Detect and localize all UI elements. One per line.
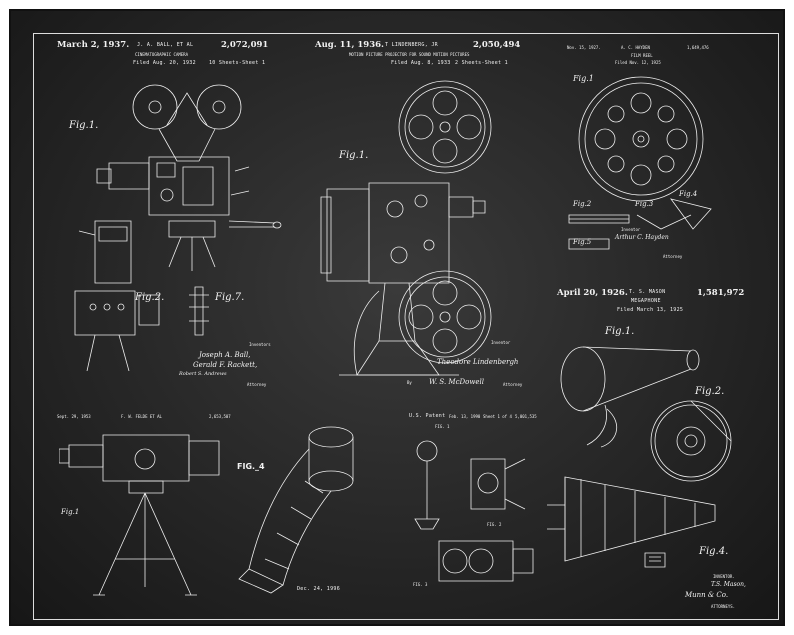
cinematographic-camera-drawing xyxy=(49,71,289,371)
mason-inventor-signature: T.S. Mason, xyxy=(711,581,746,588)
sound-projector-drawing xyxy=(299,79,529,379)
lindenberg-attorney-signature: W. S. McDowell xyxy=(429,378,484,386)
mason-fig2-label: Fig.2. xyxy=(695,386,725,397)
patent-blueprint-board: March 2, 1937. J. A. BALL, ET AL 2,072,0… xyxy=(9,9,785,626)
lindenberg-inventor: T LINDENBERG, JR xyxy=(385,42,438,48)
mason-filed: Filed March 13, 1925 xyxy=(617,307,684,313)
mason-attorney-label: ATTORNEYS. xyxy=(711,604,736,609)
lindenberg-inventor-signature: Theodore Lindenbergh xyxy=(437,358,519,366)
film-fig4-label: FIG._4 xyxy=(237,462,265,471)
lindenberg-inventor-label: Inventor xyxy=(491,340,511,345)
lamp-date: Feb. 13, 1990 xyxy=(449,414,481,419)
lindenberg-number: 2,050,494 xyxy=(473,40,521,50)
hayden-title: FILM REEL xyxy=(631,53,653,58)
ball-title: CINEMATOGRAPHIC CAMERA xyxy=(135,52,188,57)
tripod-fig1-label: Fig.1 xyxy=(61,508,80,516)
ball-fig7-label: Fig.7. xyxy=(215,292,245,303)
lindenberg-sheets: 2 Sheets-Sheet 1 xyxy=(455,60,508,66)
hayden-fig2-label: Fig.2 xyxy=(573,200,592,208)
lamp-header: U.S. Patent xyxy=(409,413,446,419)
ball-date: March 2, 1937. xyxy=(57,40,130,50)
film-reel-drawing xyxy=(561,69,721,259)
film-strip-drawing xyxy=(231,419,371,595)
hayden-inventor-label: Inventor xyxy=(621,227,641,232)
mason-inventor-label: INVENTOR. xyxy=(713,574,735,579)
ball-attorney-signature: Robert S. Andrews xyxy=(179,371,227,377)
ball-inventor1-signature: Joseph A. Ball, xyxy=(199,351,251,359)
ball-sheets: 10 Sheets-Sheet 1 xyxy=(209,60,266,66)
mason-attorney-signature: Munn & Co. xyxy=(685,591,729,599)
lamp-fig1-label: FIG. 1 xyxy=(435,424,450,429)
hayden-filed: Filed Nov. 12, 1925 xyxy=(615,60,661,65)
ball-number: 2,072,091 xyxy=(221,40,269,50)
lindenberg-filed: Filed Aug. 8, 1933 xyxy=(391,60,451,66)
megaphone-drawing xyxy=(545,329,765,599)
hayden-attorney-label: Attorney xyxy=(663,254,683,259)
hayden-fig5-label: Fig.5 xyxy=(573,238,592,246)
hayden-fig3-label: Fig.3 xyxy=(635,200,654,208)
lindenberg-date: Aug. 11, 1936. xyxy=(315,40,385,50)
inner-border xyxy=(33,33,779,620)
mason-fig1-label: Fig.1. xyxy=(605,326,635,337)
hayden-number: 1,649,476 xyxy=(687,45,709,50)
ball-inventors-label: Inventors xyxy=(249,342,271,347)
hayden-inventor-signature: Arthur C. Hayden xyxy=(615,234,669,241)
lamp-number: 5,001,535 xyxy=(515,414,537,419)
lindenberg-attorney-label: Attorney xyxy=(503,382,523,387)
ball-fig1-label: Fig.1. xyxy=(69,120,99,131)
lindenberg-by: By xyxy=(407,380,412,385)
hayden-fig1-label: Fig.1 xyxy=(573,74,594,83)
film-date: Dec. 24, 1996 xyxy=(297,586,341,592)
mason-inventor: T. S. MASON xyxy=(629,289,666,295)
ball-inventor2-signature: Gerald F. Rackett, xyxy=(193,361,258,369)
ball-filed: Filed Aug. 20, 1932 xyxy=(133,60,196,66)
mason-date: April 20, 1926. xyxy=(557,288,628,298)
ball-inventor: J. A. BALL, ET AL xyxy=(137,42,194,48)
lindenberg-fig1-label: Fig.1. xyxy=(339,150,369,161)
lamp-fig3-label: FIG. 3 xyxy=(413,582,428,587)
mason-fig4-label: Fig.4. xyxy=(699,546,729,557)
lamp-sheet: Sheet 1 of 4 xyxy=(483,414,512,419)
lamp-apparatus-drawing xyxy=(405,429,545,599)
tripod-number: 2,653,507 xyxy=(209,414,231,419)
tripod-camera-drawing xyxy=(59,427,239,607)
lindenberg-title: MOTION PICTURE PROJECTOR FOR SOUND MOTIO… xyxy=(349,52,470,57)
tripod-inventor: F. W. FELDE ET AL xyxy=(121,414,162,419)
lamp-fig2-label: FIG. 2 xyxy=(487,522,502,527)
tripod-date: Sept. 29, 1953 xyxy=(57,414,91,419)
ball-fig2-label: Fig.2. xyxy=(135,292,165,303)
mason-number: 1,581,972 xyxy=(697,288,745,298)
hayden-inventor: A. C. HAYDEN xyxy=(621,45,650,50)
mason-title: MEGAPHONE xyxy=(631,298,661,304)
hayden-fig4-label: Fig.4 xyxy=(679,190,698,198)
hayden-date: Nov. 15, 1927. xyxy=(567,45,601,50)
ball-attorney-label: Attorney xyxy=(247,382,267,387)
